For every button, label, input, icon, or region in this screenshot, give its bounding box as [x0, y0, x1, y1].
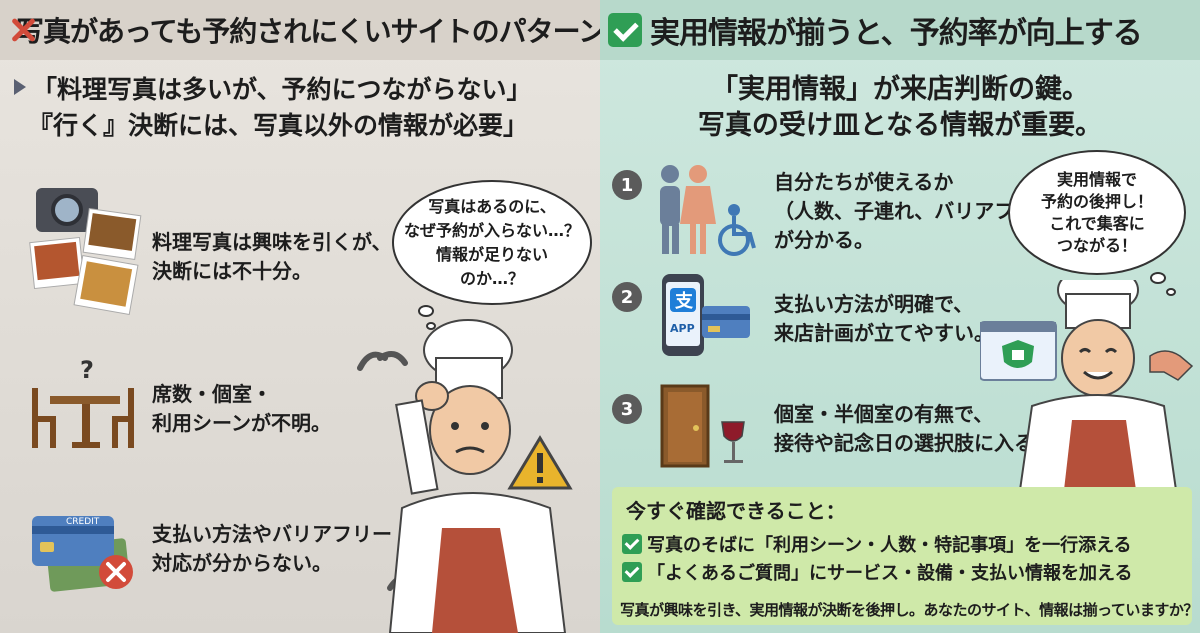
left-item-2: 席数・個室・ 利用シーンが不明。	[152, 380, 331, 438]
confirm-item-2-text: 「よくあるご質問」にサービス・設備・支払い情報を加える	[647, 563, 1133, 584]
worried-chef-illustration	[357, 319, 573, 633]
right-thought-line3: これで集客に	[1049, 213, 1145, 233]
right-lead: 「実用情報」が来店判断の鍵。 写真の受け皿となる情報が重要。	[600, 72, 1200, 144]
left-item-1: 料理写真は興味を引くが、 決断には不十分。	[152, 228, 392, 286]
right-thought-line2: 予約の後押し！	[1040, 191, 1153, 211]
thought-dot	[1150, 272, 1166, 284]
left-header: 写真があっても予約されにくいサイトのパターン	[0, 0, 600, 60]
thought-dot	[1166, 288, 1176, 296]
left-item-3: 支払い方法やバリアフリー 対応が分からない。	[152, 520, 392, 578]
right-header: 実用情報が揃うと、予約率が向上する	[600, 0, 1200, 60]
footer-text: 写真が興味を引き、実用情報が決断を後押し。あなたのサイト、情報は揃っていますか？	[620, 601, 1198, 619]
left-thought-line1: 写真はあるのに、	[428, 196, 556, 216]
left-thought-line2: なぜ予約が入らない…？	[403, 220, 580, 240]
right-title: 実用情報が揃うと、予約率が向上する	[650, 16, 1143, 51]
left-panel: 写真があっても予約されにくいサイトのパターン 「料理写真は多いが、予約につながら…	[0, 0, 600, 633]
food-photos-icon	[29, 188, 142, 316]
door-wine-icon	[660, 384, 745, 468]
happy-chef-illustration	[980, 280, 1194, 490]
thought-dot	[426, 322, 436, 330]
step-number-2: 2	[612, 282, 642, 312]
confirm-box: 今すぐ確認できること： 写真のそばに「利用シーン・人数・特記事項」を一行添える …	[612, 487, 1198, 625]
left-item-1-line1: 料理写真は興味を引くが、	[152, 230, 392, 254]
confirm-item-1: 写真のそばに「利用シーン・人数・特記事項」を一行添える	[622, 531, 1132, 557]
confirm-item-1-text: 写真のそばに「利用シーン・人数・特記事項」を一行添える	[647, 535, 1132, 556]
thought-dot	[418, 305, 434, 317]
right-item-1-line1: 自分たちが使えるか	[774, 170, 954, 194]
left-item-1-line2: 決断には不十分。	[152, 259, 312, 283]
left-item-3-line1: 支払い方法やバリアフリー	[152, 522, 392, 546]
right-item-2: 支払い方法が明確で、 来店計画が立てやすい。	[774, 290, 994, 348]
left-thought-line4: のか…？	[459, 268, 524, 288]
right-thought-line4: つながる！	[1056, 235, 1137, 255]
right-thought-bubble: 実用情報で 予約の後押し！ これで集客に つながる！	[1008, 150, 1186, 275]
triangle-bullet-icon	[14, 79, 26, 95]
app-label: APP	[670, 322, 695, 335]
left-item-2-line2: 利用シーンが不明。	[152, 411, 331, 435]
right-lead-line2: 写真の受け皿となる情報が重要。	[697, 110, 1103, 141]
question-mark: ?	[80, 356, 94, 384]
left-thought-bubble: 写真はあるのに、 なぜ予約が入らない…？ 情報が足りない のか…？	[392, 180, 592, 305]
right-item-2-line1: 支払い方法が明確で、	[774, 292, 974, 316]
left-thought-line3: 情報が足りない	[435, 244, 548, 264]
right-item-2-line2: 来店計画が立てやすい。	[774, 321, 994, 345]
left-item-2-line1: 席数・個室・	[152, 382, 272, 406]
check-icon	[622, 534, 642, 554]
people-wheelchair-icon	[660, 165, 756, 256]
right-item-3-line1: 個室・半個室の有無で、	[774, 402, 994, 426]
payment-app-icon: 支 APP	[662, 274, 750, 356]
app-glyph: 支	[674, 290, 694, 312]
step-number-1: 1	[612, 170, 642, 200]
check-icon	[622, 562, 642, 582]
credit-label: CREDIT	[66, 517, 100, 527]
credit-card-icon: CREDIT	[32, 516, 133, 592]
left-lead-line2: 『行く』決断には、写真以外の情報が必要」	[28, 111, 529, 140]
left-item-3-line2: 対応が分からない。	[152, 551, 332, 575]
table-chairs-icon: ?	[32, 356, 134, 448]
right-lead-line1: 「実用情報」が来店判断の鍵。	[711, 74, 1089, 105]
confirm-item-2: 「よくあるご質問」にサービス・設備・支払い情報を加える	[622, 559, 1132, 585]
right-item-1-line3: が分かる。	[774, 228, 874, 252]
step-number-3: 3	[612, 394, 642, 424]
right-thought-line1: 実用情報で	[1056, 169, 1137, 189]
left-lead: 「料理写真は多いが、予約につながらない」 『行く』決断には、写真以外の情報が必要…	[14, 72, 532, 144]
confirm-title: 今すぐ確認できること：	[626, 499, 846, 523]
left-title: 写真があっても予約されにくいサイトのパターン	[16, 15, 600, 48]
left-lead-line1: 「料理写真は多いが、予約につながらない」	[32, 75, 532, 104]
right-item-3-line2: 接待や記念日の選択肢に入る	[774, 431, 1034, 455]
right-item-3: 個室・半個室の有無で、 接待や記念日の選択肢に入る	[774, 400, 1034, 458]
check-icon	[608, 13, 642, 47]
